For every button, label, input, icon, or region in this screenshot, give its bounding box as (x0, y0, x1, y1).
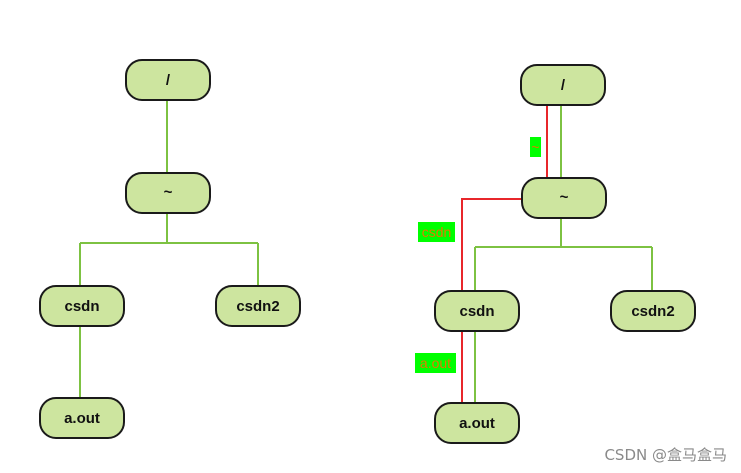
right-node-csdn2[interactable]: csdn2 (610, 290, 696, 332)
path-home-csdn (461, 198, 522, 291)
left-node-csdn2-label: csdn2 (236, 298, 279, 315)
right-node-csdn2-label: csdn2 (631, 303, 674, 320)
right-node-root-label: / (561, 77, 566, 94)
left-node-csdn-label: csdn (64, 298, 99, 315)
right-tree-edges (474, 105, 653, 403)
left-node-csdn[interactable]: csdn (39, 285, 125, 327)
path-label-csdn-text: csdn (422, 224, 452, 240)
right-node-aout[interactable]: a.out (434, 402, 520, 444)
right-node-home-label: ~ (560, 189, 569, 206)
path-label-csdn: csdn (418, 222, 455, 242)
path-label-aout-text: a.out (420, 355, 451, 371)
left-tree-nodes: / ~ csdn csdn2 a.out (39, 59, 301, 439)
path-label-aout: a.out (415, 353, 456, 373)
left-node-root-label: / (166, 72, 171, 89)
right-path-labels: ~ csdn a.out (415, 137, 541, 373)
left-node-aout-label: a.out (64, 410, 100, 427)
path-label-home-text: ~ (531, 139, 539, 155)
right-tree-nodes: / ~ csdn csdn2 a.out (434, 64, 696, 444)
left-node-aout[interactable]: a.out (39, 397, 125, 439)
left-node-root[interactable]: / (125, 59, 211, 101)
path-label-home: ~ (530, 137, 541, 157)
left-node-csdn2[interactable]: csdn2 (215, 285, 301, 327)
left-tree-edges (79, 100, 259, 398)
watermark: CSDN @盒马盒马 (604, 446, 727, 464)
right-node-home[interactable]: ~ (521, 177, 607, 219)
right-node-root[interactable]: / (520, 64, 606, 106)
left-node-home[interactable]: ~ (125, 172, 211, 214)
right-node-csdn-label: csdn (459, 303, 494, 320)
right-node-csdn[interactable]: csdn (434, 290, 520, 332)
right-node-aout-label: a.out (459, 415, 495, 432)
right-tree-path (461, 105, 548, 403)
left-node-home-label: ~ (164, 184, 173, 201)
